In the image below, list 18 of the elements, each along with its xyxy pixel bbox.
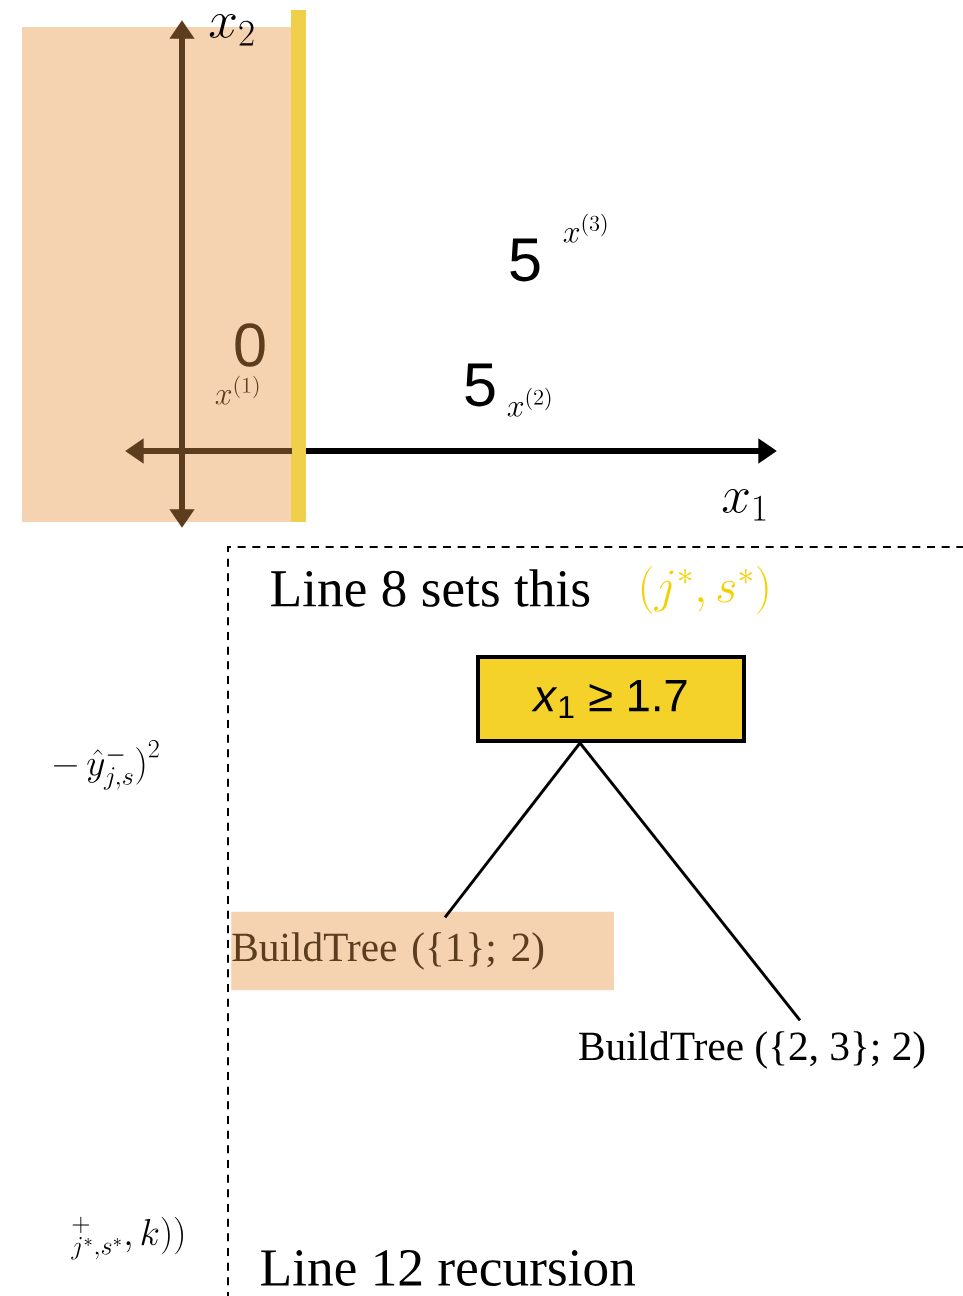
tree-branch bbox=[443, 742, 582, 919]
tree-branch bbox=[578, 742, 802, 1022]
annotation-formula: $(j^*, s^*)$ bbox=[641, 566, 768, 614]
point-value: 5 bbox=[465, 363, 495, 407]
decision-box: x$_{1}$ ≥ 1.7 bbox=[476, 655, 746, 743]
annotation-text: Line 12 recursion bbox=[261, 1250, 635, 1286]
point-value: 0 bbox=[235, 323, 265, 367]
annotation-text: Line 8 sets this bbox=[271, 569, 590, 607]
axis-label: $x_2$ bbox=[209, 13, 254, 46]
point-value: 5 bbox=[510, 238, 540, 282]
highlighted-call: BuildTree ({1}; 2) bbox=[231, 911, 614, 991]
formula-fragment: $-\,\hat{y}^{-}_{j,s}\big)^{2}$ bbox=[54, 740, 159, 790]
call-text: BuildTree ({2, 3}; 2) bbox=[579, 1031, 925, 1069]
point-label: $x^{(3)}$ bbox=[563, 213, 607, 243]
axis-label: $x_1$ bbox=[722, 488, 766, 521]
point-label: $x^{(2)}$ bbox=[507, 387, 551, 417]
formula-fragment: ${}^{+}_{j^*,s^*}, k\big)\big)$ bbox=[71, 1216, 183, 1260]
point-label: $x^{(1)}$ bbox=[215, 375, 259, 405]
